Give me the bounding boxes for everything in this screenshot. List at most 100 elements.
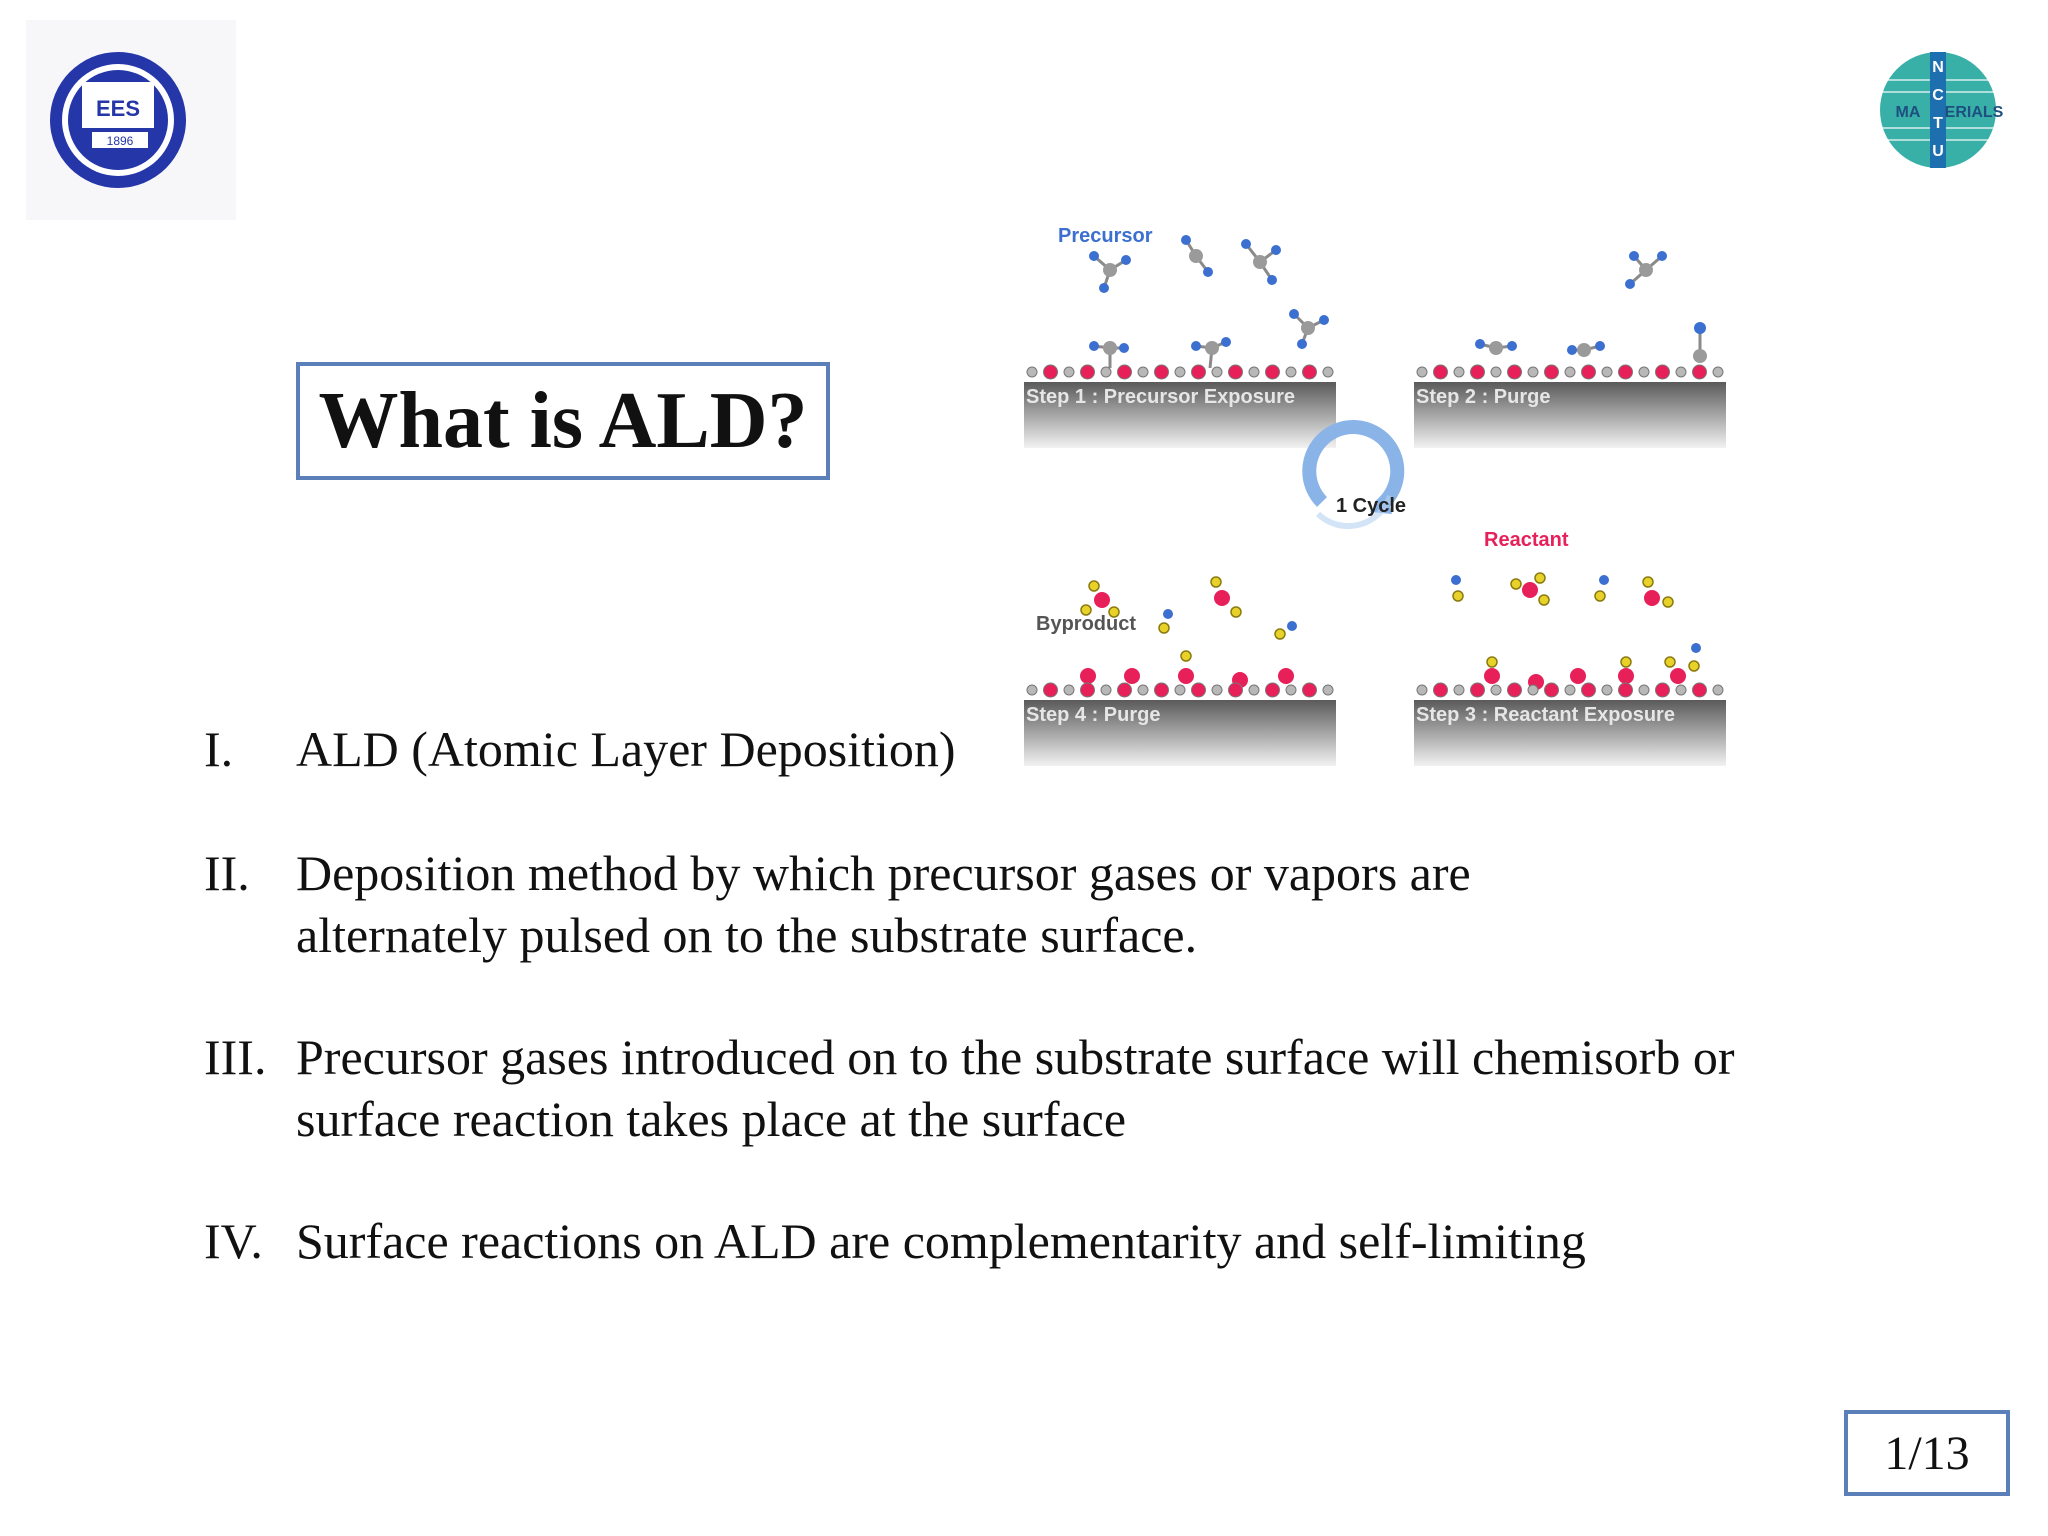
surface-atom: [1080, 364, 1095, 380]
surface-atom: [1174, 684, 1186, 696]
page-number: 1/13: [1884, 1426, 1970, 1480]
slide-title: What is ALD?: [318, 377, 808, 465]
surface-atom: [1675, 684, 1687, 696]
surface-atom: [1174, 366, 1186, 378]
surface-atom: [1527, 684, 1539, 696]
surface-atom: [1581, 364, 1596, 380]
surface-atom: [1248, 684, 1260, 696]
surface-atom: [1322, 684, 1334, 696]
surface-atom: [1228, 364, 1243, 380]
logo-letter-2: C: [1932, 87, 1944, 104]
surface-atom: [1507, 364, 1522, 380]
list-item-text: Deposition method by which precursor gas…: [296, 845, 1471, 963]
surface-atom: [1080, 682, 1095, 698]
surface-atom: [1601, 684, 1613, 696]
surface-atom: [1285, 366, 1297, 378]
surface-atom: [1191, 682, 1206, 698]
logo-word-a: MA: [1896, 104, 1921, 121]
surface-atom: [1601, 366, 1613, 378]
surface-atom: [1618, 364, 1633, 380]
surface-atom: [1100, 684, 1112, 696]
cycle-arrow-icon: [1302, 420, 1405, 530]
surface-atom: [1322, 366, 1334, 378]
surface-atom: [1026, 366, 1038, 378]
surface-atom: [1137, 684, 1149, 696]
surface-atom: [1285, 684, 1297, 696]
surface-atom: [1191, 364, 1206, 380]
surface-atom: [1655, 682, 1670, 698]
surface-atom: [1712, 366, 1724, 378]
surface-atom: [1211, 684, 1223, 696]
list-item-text: Surface reactions on ALD are complementa…: [296, 1213, 1586, 1269]
surface-atom: [1564, 684, 1576, 696]
materials-logo: N C T U MA ERIALS: [1860, 40, 2010, 180]
surface-atom: [1248, 366, 1260, 378]
logo-word-b: ERIALS: [1945, 104, 2004, 121]
seal-year: 1896: [107, 134, 134, 148]
list-item-number: I.: [204, 721, 234, 777]
surface-atom: [1527, 366, 1539, 378]
surface-atom: [1416, 684, 1428, 696]
surface-atom: [1416, 366, 1428, 378]
step1-label: Step 1 : Precursor Exposure: [1026, 386, 1295, 408]
precursor-label: Precursor: [1058, 225, 1153, 247]
surface-atom: [1544, 364, 1559, 380]
surface-atom: [1302, 364, 1317, 380]
surface-atom: [1655, 364, 1670, 380]
surface-atom: [1117, 364, 1132, 380]
surface-atom: [1063, 366, 1075, 378]
reactant-label: Reactant: [1484, 529, 1569, 551]
logo-letter-1: N: [1932, 59, 1944, 76]
surface-atom: [1692, 682, 1707, 698]
surface-atom: [1043, 364, 1058, 380]
title-box: What is ALD?: [296, 362, 830, 480]
logo-letter-3: T: [1933, 115, 1943, 132]
byproduct-label: Byproduct: [1036, 613, 1136, 635]
list-item-text: ALD (Atomic Layer Deposition): [296, 721, 956, 777]
surface-atom: [1433, 682, 1448, 698]
surface-atom: [1675, 366, 1687, 378]
surface-atom: [1302, 682, 1317, 698]
surface-atom: [1154, 364, 1169, 380]
surface-atom: [1564, 366, 1576, 378]
list-item-text: Precursor gases introduced on to the sub…: [296, 1029, 1735, 1147]
substrate-step3: [1414, 700, 1726, 766]
list-item-number: II.: [204, 845, 250, 901]
cycle-label: 1 Cycle: [1336, 495, 1406, 517]
substrate-step2: [1414, 382, 1726, 448]
surface-atom: [1228, 682, 1243, 698]
surface-atom: [1453, 366, 1465, 378]
surface-atom: [1638, 366, 1650, 378]
surface-atom: [1211, 366, 1223, 378]
surface-atom: [1490, 366, 1502, 378]
ald-cycle-diagram: Step 1 : Precursor Exposure Step 2 : Pur…: [1000, 210, 1760, 780]
step2-label: Step 2 : Purge: [1416, 386, 1550, 408]
surface-atom: [1470, 364, 1485, 380]
surface-atom: [1265, 682, 1280, 698]
surface-atom: [1100, 366, 1112, 378]
surface-atom: [1692, 364, 1707, 380]
surface-atom: [1638, 684, 1650, 696]
list-item-number: III.: [204, 1029, 267, 1085]
surface-atom: [1507, 682, 1522, 698]
surface-atom: [1433, 364, 1448, 380]
step4-label: Step 4 : Purge: [1026, 704, 1160, 726]
substrate-step1: [1024, 382, 1336, 448]
surface-atom: [1154, 682, 1169, 698]
surface-atom: [1544, 682, 1559, 698]
university-seal-logo: EES 1896: [26, 20, 236, 220]
surface-atom: [1117, 682, 1132, 698]
logo-letter-4: U: [1932, 143, 1944, 160]
surface-atom: [1618, 682, 1633, 698]
seal-text: EES: [96, 96, 140, 121]
surface-atom: [1490, 684, 1502, 696]
surface-atom: [1581, 682, 1596, 698]
surface-atom: [1453, 684, 1465, 696]
surface-atom: [1265, 364, 1280, 380]
surface-atom: [1043, 682, 1058, 698]
list-item-number: IV.: [204, 1213, 263, 1269]
surface-atom: [1712, 684, 1724, 696]
surface-atom: [1137, 366, 1149, 378]
surface-atom: [1063, 684, 1075, 696]
page-number-box: 1/13: [1844, 1410, 2010, 1496]
